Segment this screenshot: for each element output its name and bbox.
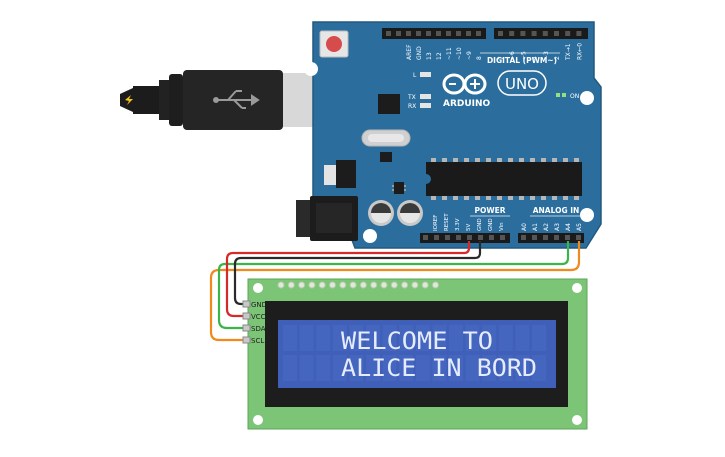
power-header[interactable] (420, 233, 510, 243)
power-label: POWER (474, 206, 505, 215)
digital-pin-label: ~6 (509, 51, 516, 60)
analog-pin-label: A2 (543, 223, 550, 231)
bottom-pin-labels: IOREF RESET 3.3V 5V GND GND Vin A0 A1 A2 A3 A4 A5 (433, 213, 583, 231)
digital-pin-label: 13 (426, 52, 433, 60)
analog-pin-label: A1 (532, 223, 539, 231)
power-pin-label: GND (477, 218, 483, 231)
analog-pin-label: A0 (521, 223, 528, 231)
infinity-logo-icon (442, 73, 487, 95)
power-pin-label: Vin (499, 222, 505, 231)
power-pin-label: 3.3V (455, 218, 461, 231)
reset-button-icon[interactable] (319, 30, 349, 58)
digital-pin-label: 12 (436, 52, 443, 60)
lcd-pin-label: SDA (251, 325, 266, 333)
arduino-brand: ARDUINO (443, 99, 491, 109)
crystal-icon (361, 129, 411, 147)
digital-pin-label: ~3 (543, 51, 550, 60)
wire-scl[interactable] (209, 241, 581, 342)
digital-pin-label: TX→1 (565, 43, 572, 61)
digital-header[interactable] (382, 28, 588, 39)
capacitor-icon (397, 200, 423, 226)
digital-header-label: DIGITAL (PWM~) (487, 56, 557, 65)
lcd-pin-label: VCC (251, 313, 266, 321)
analog-pin-label: A5 (576, 223, 583, 231)
lcd-i2c-module[interactable]: GND VCC SDA SCL WELCOME TO ALICE IN BORD (242, 278, 588, 430)
analog-label: ANALOG IN (533, 206, 580, 215)
wire-vcc[interactable] (225, 241, 471, 318)
lcd-line-1: WELCOME TO (341, 327, 493, 355)
analog-pin-label: A4 (565, 223, 572, 231)
wire-gnd[interactable] (233, 241, 482, 306)
digital-pin-label: 2 (554, 56, 561, 60)
digital-pin-label: GND (416, 46, 423, 60)
power-pin-label: 5V (466, 224, 472, 231)
analog-header[interactable] (518, 233, 584, 243)
led-l-label: L (413, 72, 417, 79)
microcontroller-chip-icon (426, 158, 582, 200)
lcd-line-2: ALICE IN BORD (341, 354, 537, 382)
led-tx-label: TX (407, 94, 416, 101)
model-badge: UNO (505, 75, 539, 93)
lcd-screen: WELCOME TO ALICE IN BORD (278, 320, 556, 388)
digital-pin-label: AREF (406, 44, 413, 60)
lcd-pin-label: SCL (251, 337, 264, 345)
digital-pin-label: ~5 (520, 51, 527, 60)
analog-pin-label: A3 (554, 223, 561, 231)
power-pin-label: IOREF (433, 215, 439, 231)
led-on-label: ON (570, 93, 579, 100)
digital-pin-label: RX←0 (576, 43, 583, 60)
digital-pin-label: 8 (476, 56, 483, 60)
wire-sda[interactable] (217, 241, 570, 330)
capacitor-icon (368, 200, 394, 226)
usb-logo-icon (213, 90, 260, 109)
led-rx-label: RX (408, 103, 416, 110)
digital-pin-label: 4 (532, 56, 539, 60)
digital-pin-label: ~11 (446, 47, 453, 60)
digital-pin-label: 7 (498, 56, 505, 60)
power-pin-label: RESET (444, 213, 450, 231)
power-pin-label: GND (488, 218, 494, 231)
digital-pin-label: ~10 (456, 47, 463, 60)
barrel-jack-icon[interactable] (296, 196, 358, 241)
digital-pin-label: ~9 (466, 51, 473, 60)
lcd-pin-label: GND (251, 301, 267, 309)
